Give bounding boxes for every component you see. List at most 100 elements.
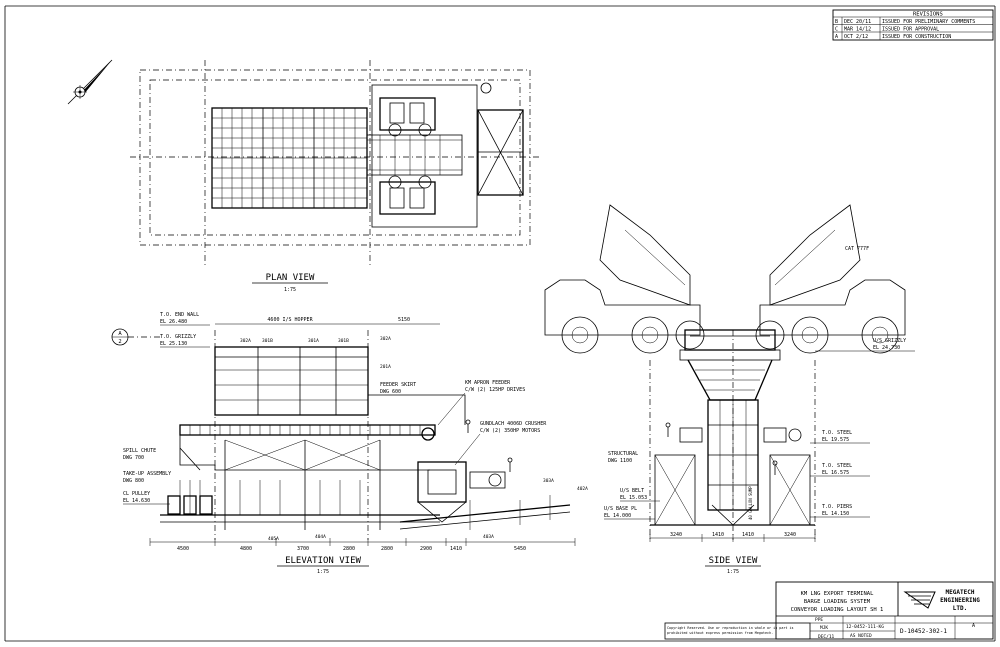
plan-view-title: PLAN VIEW — [266, 273, 315, 283]
title-block: KM LNG EXPORT TERMINAL BARGE LOADING SYS… — [664, 581, 994, 640]
drawing-revision: A — [972, 623, 975, 629]
feeder-skirt-label: FEEDER SKIRT — [380, 382, 416, 388]
revision-letter: A — [835, 34, 838, 40]
part-number: 404A — [315, 534, 326, 540]
level-drawing-ref: DWG 800 — [123, 478, 144, 484]
level-elevation: EL 15.053 — [620, 495, 647, 501]
revisions-title: REVISIONS — [913, 12, 943, 18]
level-label: U/S BASE PL — [604, 506, 637, 512]
revision-date: MAR 14/12 — [844, 27, 871, 33]
drawing-title-line: KM LNG EXPORT TERMINAL — [801, 591, 875, 597]
drawing-title-line: CONVEYOR LOADING LAYOUT SH 1 — [791, 607, 884, 613]
checked-by: PPE — [815, 617, 823, 623]
dimension: 3700 — [297, 546, 309, 552]
side-view-title: SIDE VIEW — [709, 556, 758, 566]
crusher-label: GUNDLACH 4006D CRUSHER — [480, 421, 547, 427]
level-label: T.O. END WALL — [160, 312, 199, 318]
feeder-skirt-drawing: DWG 600 — [380, 389, 401, 395]
dimension: 4800 — [240, 546, 252, 552]
dimension: 4500 — [177, 546, 189, 552]
level-elevation: EL 24.730 — [873, 345, 900, 351]
level-label: SPILL CHUTE — [123, 448, 156, 454]
side-view: CAT 777F — [544, 204, 915, 575]
section-marker: A 2 — [111, 328, 160, 346]
part-number: 302A — [240, 338, 251, 344]
copyright-line: Copyright Reserved. Use or reproduction … — [667, 626, 794, 630]
north-arrow-icon — [67, 59, 113, 105]
company-name-line: MEGATECH — [946, 589, 975, 596]
level-label: CL PULLEY — [123, 491, 150, 497]
level-label: STRUCTURAL — [608, 451, 638, 457]
revision-letter: C — [835, 27, 838, 33]
dimension: 3240 — [784, 532, 796, 538]
revision-letter: B — [835, 19, 838, 25]
sheet-border — [4, 5, 996, 642]
crusher-motors: C/W (2) 350HP MOTORS — [480, 428, 540, 434]
hopper-grid — [212, 108, 367, 208]
level-elevation: EL 14.000 — [604, 513, 631, 519]
part-number: 402A — [577, 486, 588, 492]
level-elevation: EL 14.630 — [123, 498, 150, 504]
side-view-scale: 1:75 — [727, 569, 739, 575]
company-name-line: LTD. — [953, 605, 967, 612]
dimension: 1410 — [742, 532, 754, 538]
part-number: 301B — [262, 338, 273, 344]
level-elevation: EL 16.575 — [822, 470, 849, 476]
level-label: T.O. GRIZZLY — [160, 334, 196, 340]
haul-truck-right — [755, 204, 906, 354]
level-label: T.O. STEEL — [822, 463, 852, 469]
level-label: TAKE-UP ASSEMBLY — [123, 471, 171, 477]
dimension: 1410 — [712, 532, 724, 538]
part-number: 301B — [338, 338, 349, 344]
revision-date: DEC 20/11 — [844, 19, 871, 25]
company-logo-icon — [903, 591, 936, 609]
top-dimension: 5150 — [398, 317, 410, 323]
dimension: 1410 — [450, 546, 462, 552]
dimension: 2900 — [420, 546, 432, 552]
revision-description: ISSUED FOR APPROVAL — [882, 27, 939, 33]
section-marker-top: A — [118, 331, 122, 337]
level-label: U/S GRIZZLY — [873, 338, 906, 344]
dimension: 5450 — [514, 546, 526, 552]
sump-label: 40 GALLON SUMP — [748, 486, 753, 520]
revisions-table: REVISIONS B DEC 20/11 ISSUED FOR PRELIMI… — [832, 9, 994, 41]
company-name-line: ENGINEERING — [940, 597, 980, 604]
dimension: 3240 — [670, 532, 682, 538]
drawn-by: MJK — [820, 625, 828, 631]
part-number: 301A — [308, 338, 319, 344]
level-drawing-ref: DWG 700 — [123, 455, 144, 461]
copyright-line: prohibited without express permission fr… — [667, 631, 773, 635]
elevation-view: A 2 T.O. END WALL EL 26.480 T.O. GRIZZLY… — [111, 312, 588, 575]
part-number: 405A — [268, 536, 279, 542]
apron-feeder-drives: C/W (2) 125HP DRIVES — [465, 387, 525, 393]
drawing-scale: AS NOTED — [850, 633, 872, 639]
part-number: 403A — [483, 534, 494, 540]
level-elevation: EL 25.130 — [160, 341, 187, 347]
dimension: 2800 — [381, 546, 393, 552]
dimension: 2800 — [343, 546, 355, 552]
revision-description: ISSUED FOR PRELIMINARY COMMENTS — [882, 19, 975, 25]
elevation-view-scale: 1:75 — [317, 569, 329, 575]
truck-label: CAT 777F — [845, 246, 869, 252]
drawing-date: DEC/11 — [818, 634, 835, 640]
level-elevation: EL 19.575 — [822, 437, 849, 443]
level-label: T.O. STEEL — [822, 430, 852, 436]
hopper-dimension: 4600 I/S HOPPER — [267, 317, 313, 323]
level-elevation: EL 14.150 — [822, 511, 849, 517]
drawing-number: D-10452-302-1 — [900, 628, 947, 635]
part-number: 302A — [380, 336, 391, 342]
level-drawing-ref: DWG 1100 — [608, 458, 632, 464]
plan-view: PLAN VIEW 1:75 — [130, 60, 540, 293]
drawing-title-line: BARGE LOADING SYSTEM — [804, 599, 871, 605]
project-number: 12-0452-111-KG — [846, 624, 884, 630]
part-number: 303A — [543, 478, 554, 484]
apron-feeder-label: KM APRON FEEDER — [465, 380, 511, 386]
plan-view-scale: 1:75 — [284, 287, 296, 293]
level-label: U/S BELT — [620, 488, 644, 494]
elevation-view-title: ELEVATION VIEW — [285, 556, 361, 566]
revision-date: OCT 2/12 — [844, 34, 868, 40]
level-elevation: EL 26.480 — [160, 319, 187, 325]
section-marker-bottom: 2 — [118, 339, 121, 345]
revision-description: ISSUED FOR CONSTRUCTION — [882, 34, 951, 40]
